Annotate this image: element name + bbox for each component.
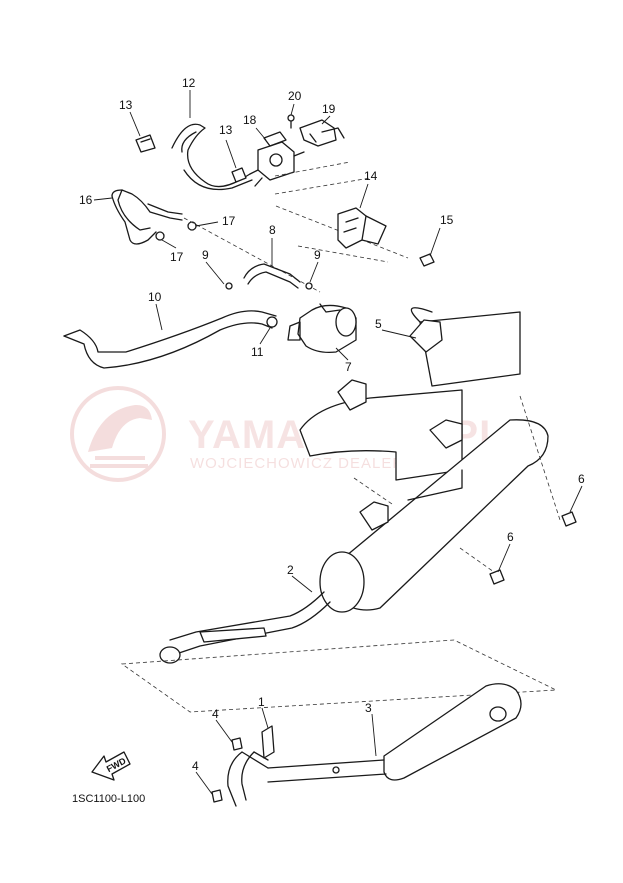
bolt-15: [419, 253, 435, 267]
stud-4a: [231, 737, 243, 751]
screw-9a: [225, 282, 233, 290]
clamp-17b: [187, 221, 197, 231]
callout-17b: 17: [170, 250, 184, 264]
callout-20: 20: [288, 89, 302, 103]
clamp-11: [266, 316, 278, 328]
clamp-13a: [135, 134, 156, 153]
canister-7: [287, 303, 357, 354]
callout-15: 15: [440, 213, 454, 227]
bracket-19: [299, 119, 345, 147]
stud-4b: [211, 789, 223, 803]
dashed-guide-mid: [353, 395, 561, 573]
callout-13a: 13: [119, 98, 133, 112]
callout-14: 14: [364, 169, 378, 183]
callout-6b: 6: [507, 530, 514, 544]
callout-4a: 4: [212, 707, 219, 721]
dashed-guide-upper: [183, 161, 409, 293]
bolt-6b: [489, 569, 505, 585]
hose-8: [243, 263, 301, 289]
air-cut-valve-18: [249, 131, 305, 187]
callout-labels: 12 13 13 18 20 19 16 17 17 14 15 8 9 9 1…: [79, 76, 585, 773]
callout-19: 19: [322, 102, 336, 116]
bracket-5-top: [337, 319, 443, 411]
hose-16: [111, 189, 183, 245]
dashed-plane-lower: [120, 639, 558, 713]
callout-18: 18: [243, 113, 257, 127]
callout-4b: 4: [192, 759, 199, 773]
callout-16: 16: [79, 193, 93, 207]
callout-11: 11: [251, 345, 264, 359]
callout-5: 5: [375, 317, 382, 331]
callout-10: 10: [148, 290, 162, 304]
callout-13b: 13: [219, 123, 233, 137]
clamp-17a: [155, 231, 165, 241]
callout-2: 2: [287, 563, 294, 577]
heat-protector-5: [299, 307, 521, 481]
clamp-13b: [231, 167, 247, 183]
bracket-14: [337, 207, 387, 249]
gasket-1: [261, 725, 275, 759]
callout-6a: 6: [578, 472, 585, 486]
diagram-code: 1SC1100-L100: [72, 793, 145, 805]
muffler-body: [319, 419, 549, 613]
hose-10: [63, 310, 277, 369]
callout-12: 12: [182, 76, 196, 90]
callout-17a: 17: [222, 214, 236, 228]
exhaust-pipe-3: [227, 683, 522, 807]
hose-12: [171, 123, 253, 191]
bolt-20: [287, 114, 295, 129]
bolt-6a: [561, 511, 577, 527]
screw-9b: [305, 282, 313, 290]
fwd-arrow-icon: FWD: [91, 751, 131, 781]
leader-lines: [93, 90, 583, 795]
tailpipe-2: [159, 591, 331, 664]
callout-9b: 9: [314, 248, 321, 262]
callout-3: 3: [365, 701, 372, 715]
watermark-logo: [70, 386, 166, 482]
callout-8: 8: [269, 223, 276, 237]
bracket-muffler: [359, 419, 463, 531]
callout-7: 7: [345, 360, 352, 374]
callout-1: 1: [258, 695, 265, 709]
callout-9a: 9: [202, 248, 209, 262]
